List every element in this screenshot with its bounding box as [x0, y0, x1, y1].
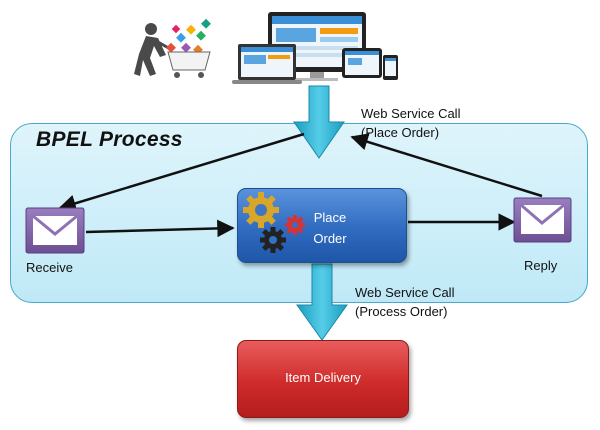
process-title: BPEL Process — [36, 128, 183, 151]
shopper-cart-icon — [134, 18, 211, 78]
process-order-call-label: Web Service Call (Process Order) — [355, 283, 454, 321]
reply-label: Reply — [524, 258, 558, 273]
process-order-call-line1: Web Service Call — [355, 285, 455, 300]
item-delivery-label: Item Delivery — [285, 370, 361, 385]
gears-icon — [243, 192, 305, 253]
place-order-label-line2: Order — [313, 231, 347, 246]
place-order-call-line2: (Place Order) — [361, 125, 440, 140]
flow-reply-to-call — [350, 133, 543, 198]
place-order-label: Place Order — [305, 207, 355, 249]
flow-receive-to-place-order — [85, 219, 235, 238]
devices-icon — [232, 12, 398, 84]
flow-call-to-receive — [58, 132, 305, 212]
item-delivery-activity — [237, 340, 409, 418]
place-order-call-label: Web Service Call (Place Order) — [361, 104, 460, 142]
process-order-call-line2: (Process Order) — [355, 304, 448, 319]
reply-envelope-icon — [513, 197, 572, 243]
place-order-call-line1: Web Service Call — [361, 106, 461, 121]
place-order-label-line1: Place — [313, 210, 347, 225]
call-arrow-process-order — [296, 263, 348, 341]
receive-label: Receive — [26, 260, 73, 275]
receive-envelope-icon — [25, 207, 85, 254]
call-arrow-place-order-head — [293, 85, 345, 159]
